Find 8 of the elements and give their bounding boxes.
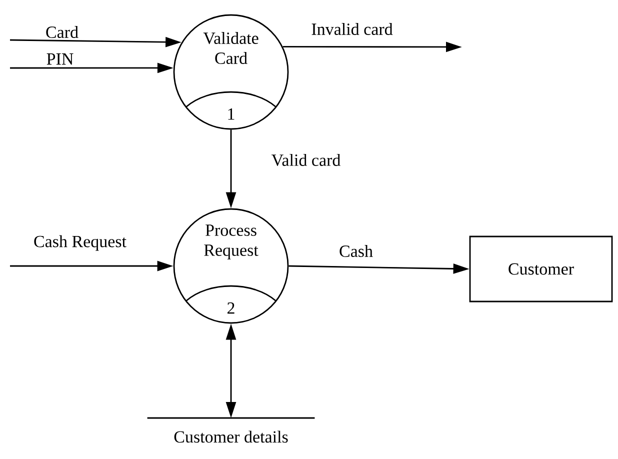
edge-label: Card — [44, 25, 80, 39]
data-store: Customer details — [147, 417, 315, 443]
edge-label: Cash Request — [32, 234, 128, 252]
edge-label: Invalid card — [310, 22, 394, 36]
edge-label: PIN — [45, 52, 75, 66]
entity-box: Customer — [469, 236, 613, 302]
edge-label: Valid card — [270, 152, 342, 168]
edge-label: Cash — [338, 244, 374, 258]
